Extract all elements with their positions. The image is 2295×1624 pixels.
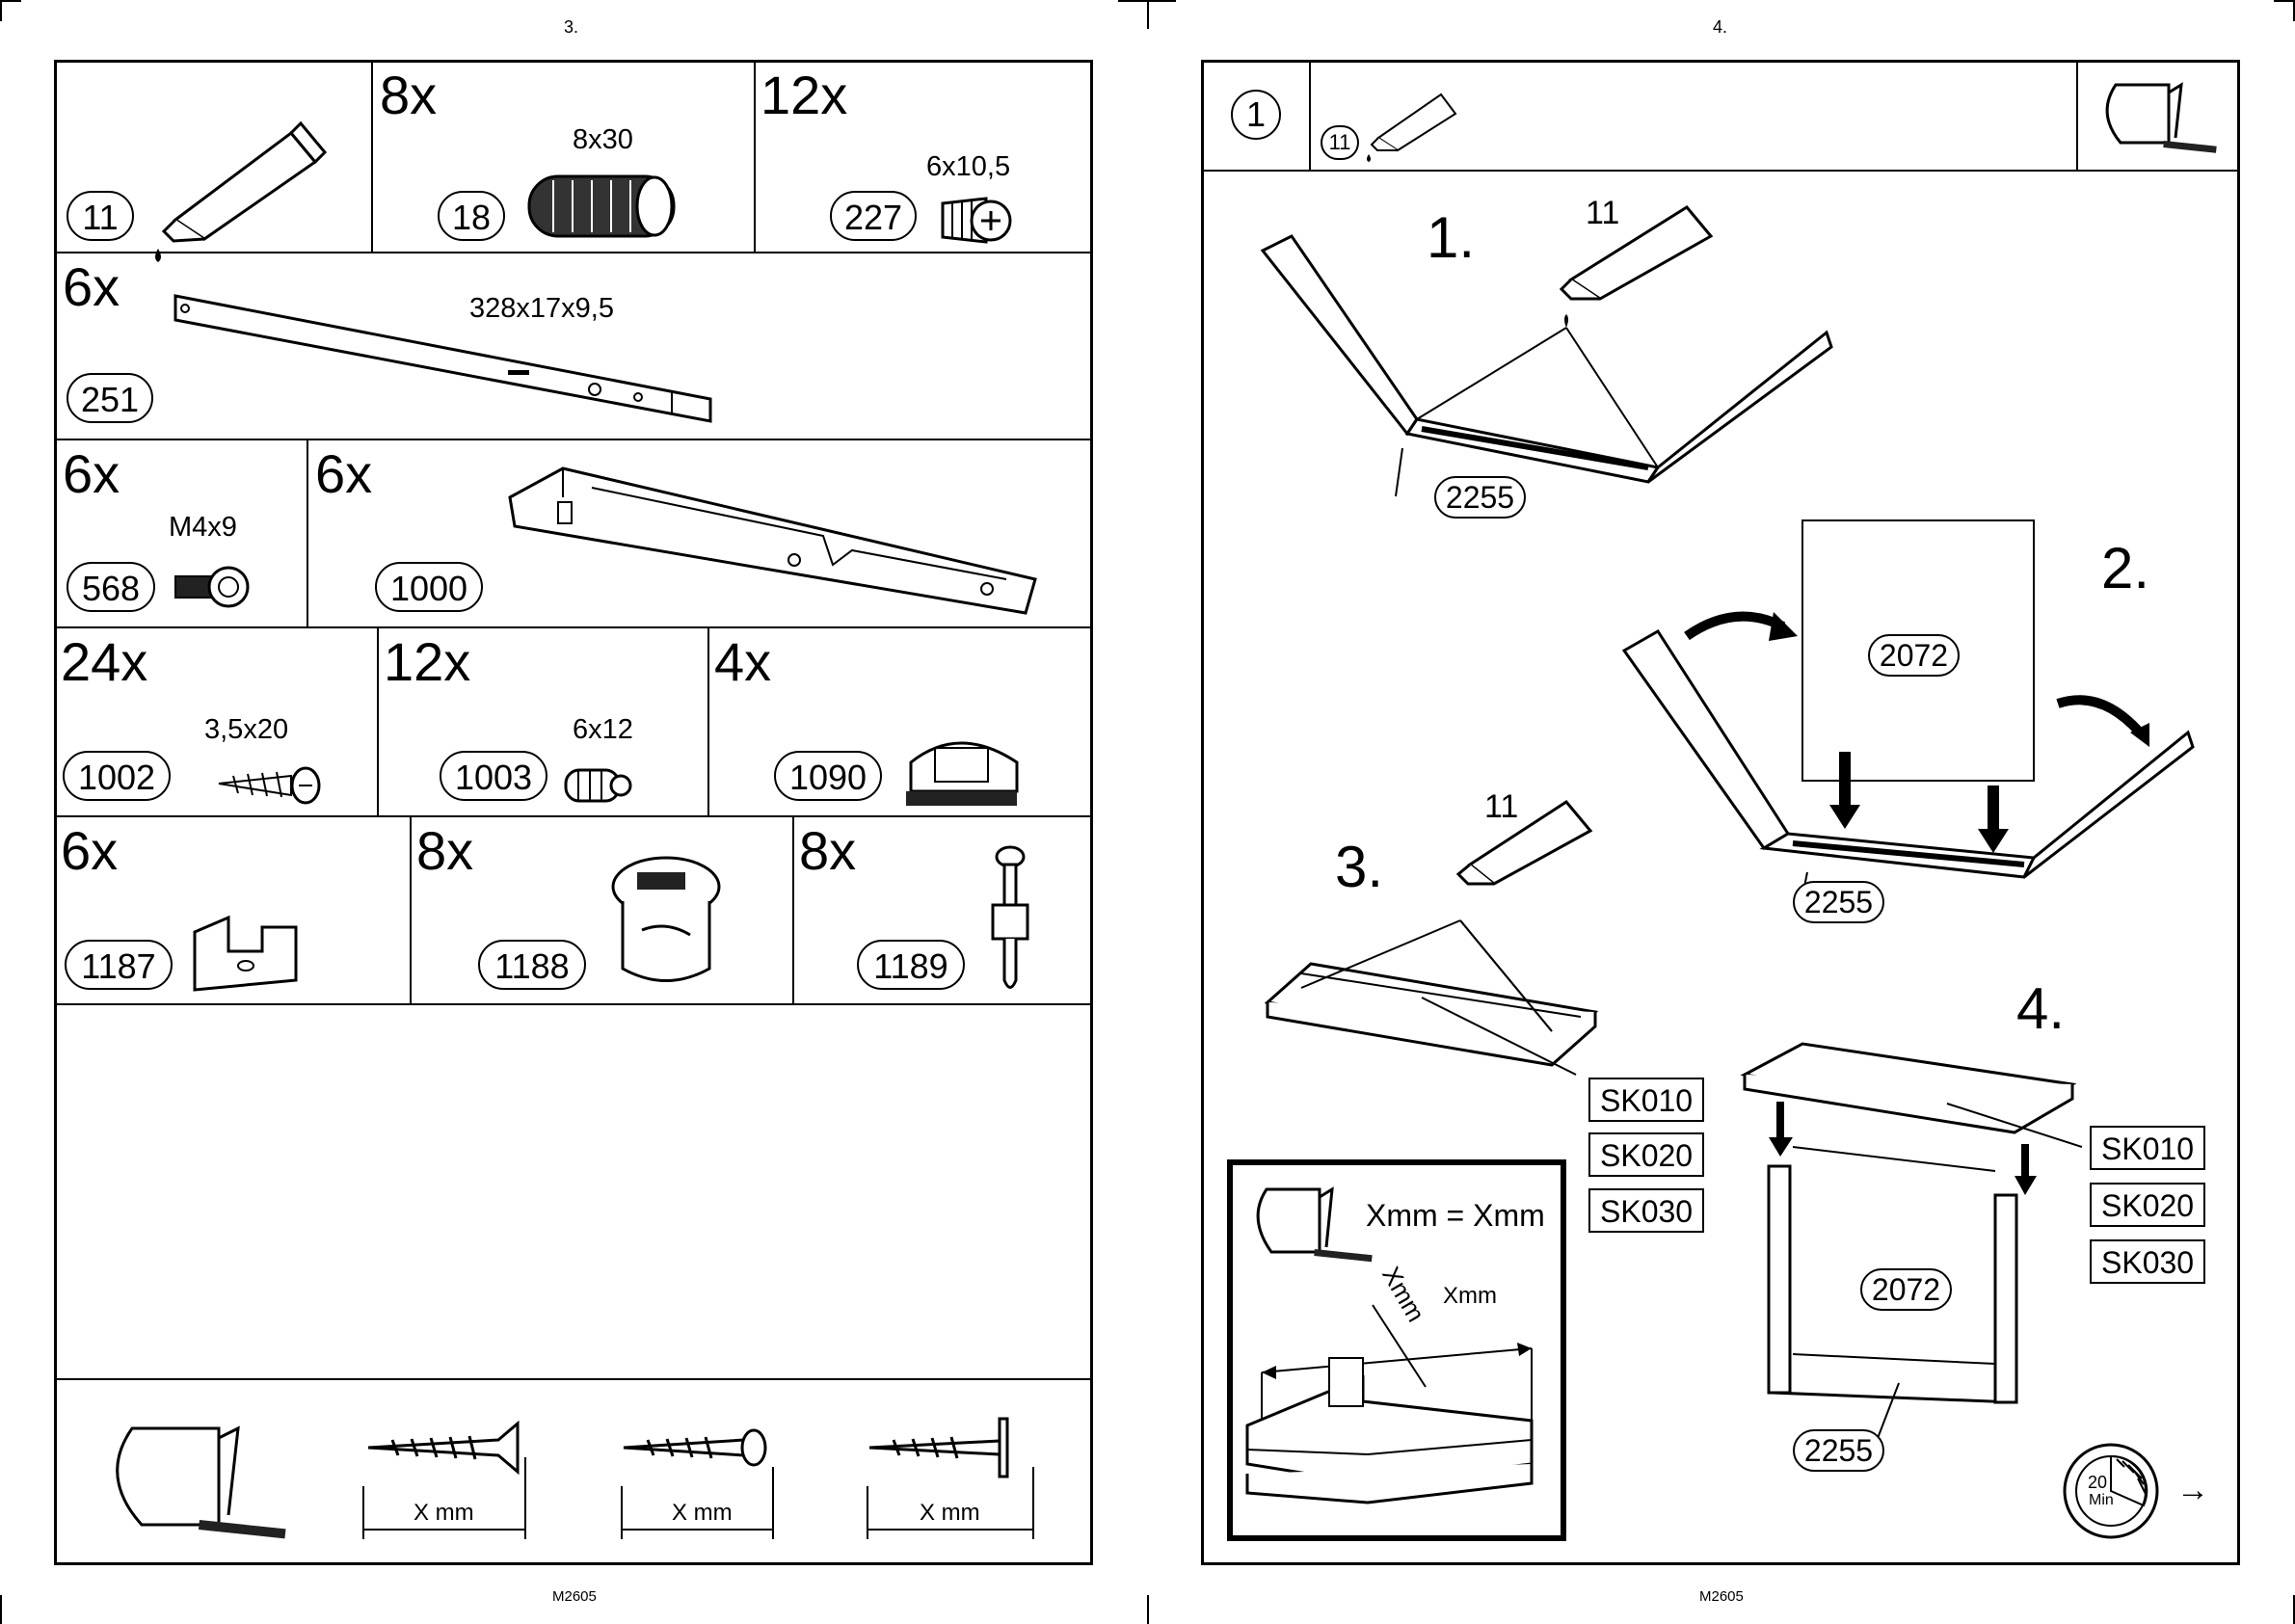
wood-screw-icon: [214, 764, 330, 812]
page-number: 4.: [1713, 17, 1727, 38]
measure-label: X mm: [672, 1500, 733, 1527]
quantity: 12x: [761, 68, 847, 122]
timer-icon: [2063, 1438, 2169, 1544]
glue-part-number: 11: [1321, 125, 1359, 160]
measure-inset: Xmm = Xmm Xmm Xmm: [1227, 1159, 1566, 1541]
measure-label: X mm: [920, 1500, 980, 1527]
quantity: 4x: [714, 635, 771, 689]
quantity: 6x: [315, 447, 372, 501]
part-number-oval: 1003: [440, 751, 547, 801]
crop-mark: [2274, 0, 2295, 2]
cam-lock-icon: [603, 853, 738, 998]
part-number-oval: 2255: [1793, 1429, 1884, 1472]
step-2-illustration: [1610, 516, 2207, 901]
part-cell-1090: 4x 1090: [708, 627, 1092, 815]
measuring-tape-icon: [2096, 75, 2222, 162]
crop-mark: [1118, 0, 1176, 2]
page-footer: M2605: [1699, 1588, 1744, 1605]
hardware-code-box: SK020: [2090, 1183, 2205, 1227]
shelf-support-icon: [190, 913, 325, 999]
quantity: 6x: [63, 447, 120, 501]
inset-width-label: Xmm: [1443, 1283, 1497, 1310]
part-number-oval: 2072: [1860, 1268, 1952, 1311]
part-cell-251: 6x 328x17x9,5 251: [55, 253, 1092, 439]
part-cell-568: 6x M4x9 568: [55, 439, 307, 626]
part-cell-1188: 8x 1188: [411, 816, 792, 1003]
page-number: 3.: [564, 17, 578, 38]
step-4-illustration: [1735, 1036, 2121, 1441]
glue-tube-icon: [1451, 792, 1605, 898]
hardware-code-box: SK010: [2090, 1126, 2205, 1170]
part-cell-227: 12x 6x10,5 227: [755, 61, 1092, 252]
glue-tube-icon: [1364, 85, 1470, 162]
part-cell-18: 8x 8x30 18: [372, 61, 754, 252]
crop-mark: [1147, 0, 1149, 29]
quantity: 8x: [416, 824, 473, 878]
connector-bolt-icon: [981, 845, 1049, 999]
quantity: 8x: [799, 824, 856, 878]
part-cell-1189: 8x 1189: [793, 816, 1092, 1003]
step-3-illustration: [1263, 896, 1706, 1089]
page-footer: M2605: [552, 1588, 597, 1605]
dimension-lines: [55, 1380, 1092, 1563]
glue-tube-icon: [147, 114, 339, 258]
hardware-code-box: SK020: [1588, 1132, 1704, 1177]
quantity: 8x: [380, 68, 437, 122]
bolt-icon: [171, 563, 257, 621]
part-number-oval: 11: [67, 191, 134, 241]
part-cell-1000: 6x 1000: [307, 439, 1092, 626]
dimension: 6x12: [573, 714, 633, 746]
hardware-code-box: SK030: [2090, 1239, 2205, 1284]
timer-value: 20: [2088, 1473, 2107, 1493]
metal-rail-icon: [171, 291, 749, 426]
timer-unit: Min: [2089, 1492, 2114, 1509]
part-number-oval: 1000: [375, 562, 483, 612]
quantity: 24x: [61, 635, 147, 689]
part-number-oval: 1187: [65, 940, 173, 990]
step-number-circle: 1: [1231, 90, 1281, 140]
part-number-oval: 568: [67, 562, 155, 612]
bumper-icon: [901, 724, 1027, 811]
dowel-icon: [524, 167, 688, 253]
dimension: 3,5x20: [204, 714, 288, 746]
measure-label: X mm: [414, 1500, 474, 1527]
part-number-oval: 251: [67, 373, 153, 423]
hardware-code-box: SK010: [1588, 1078, 1704, 1122]
crop-mark: [0, 0, 21, 2]
part-number-oval: 1188: [478, 940, 586, 990]
quantity: 6x: [63, 260, 120, 314]
crop-mark: [1147, 1595, 1149, 1624]
crop-mark: [0, 0, 2, 21]
part-number-oval: 2255: [1434, 476, 1526, 519]
wall-plug-icon: [561, 762, 638, 811]
dimension: 6x10,5: [926, 151, 1010, 183]
part-number-oval: 2072: [1868, 634, 1960, 677]
quantity: 6x: [61, 824, 118, 878]
part-cell-1187: 6x 1187: [55, 816, 410, 1003]
screw-insert-icon: [938, 194, 1015, 252]
quantity: 12x: [384, 635, 470, 689]
part-number-oval: 18: [438, 191, 505, 241]
part-cell-11: 11: [55, 61, 371, 252]
part-cell-1002: 24x 3,5x20 1002: [55, 627, 377, 815]
part-number-oval: 227: [830, 191, 917, 241]
next-page-arrow: →: [2176, 1472, 2209, 1509]
part-number-oval: 1090: [774, 751, 882, 801]
glue-tube-icon: [1552, 198, 1725, 313]
part-number-oval: 2255: [1793, 881, 1884, 923]
part-cell-1003: 12x 6x12 1003: [378, 627, 707, 815]
step-label: 3.: [1335, 834, 1383, 900]
part-number-oval: 1189: [857, 940, 965, 990]
hardware-code-box: SK030: [1588, 1188, 1704, 1233]
step-label: 4.: [2016, 975, 2065, 1042]
inset-equation: Xmm = Xmm: [1366, 1198, 1545, 1234]
measure-row: X mm X mm X mm: [55, 1380, 1092, 1563]
dimension: M4x9: [169, 512, 237, 544]
drawer-slide-icon: [505, 459, 1045, 623]
crop-mark: [0, 1595, 2, 1624]
dimension: 8x30: [573, 124, 633, 156]
part-number-oval: 1002: [63, 751, 171, 801]
